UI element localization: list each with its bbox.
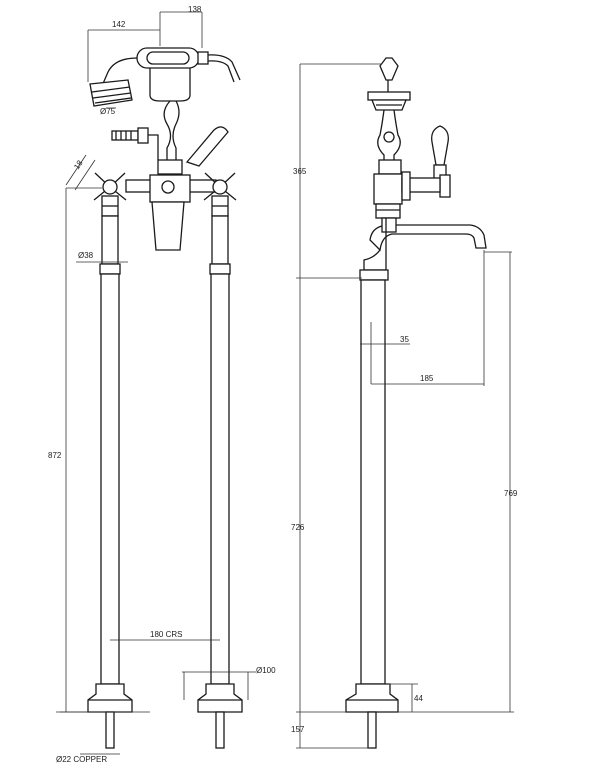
dim-column-diameter: Ø38 (78, 251, 94, 260)
dim-overall-height: 872 (48, 451, 62, 460)
label-pipe: Ø22 COPPER (56, 755, 107, 764)
side-handset (367, 57, 411, 111)
base-diameter-dimension (182, 671, 256, 700)
right-column (209, 215, 231, 685)
body-nut (157, 159, 183, 175)
dim-handset-head: Ø75 (100, 107, 116, 116)
dim-top-height: 365 (293, 167, 307, 176)
dim-handset-length: 142 (112, 20, 126, 29)
hose-connector (111, 127, 159, 160)
spout-offset-dimension (360, 322, 410, 384)
side-base (345, 683, 399, 749)
base-height-dimension (388, 683, 418, 712)
side-view: 365 726 157 35 185 (291, 57, 518, 749)
mixer-indicator (161, 180, 175, 194)
side-cradle (377, 109, 401, 160)
dim-hose-offset: 138 (188, 5, 202, 14)
dim-centres: 180 CRS (150, 630, 182, 639)
left-base (87, 683, 133, 749)
bath-spout (151, 201, 185, 251)
side-neck (363, 218, 387, 271)
overall-height-dimension (60, 187, 102, 713)
pipe-length-dimension (296, 712, 370, 749)
front-view: 142 138 Ø75 (48, 5, 276, 764)
dim-base-diameter: Ø100 (256, 666, 276, 675)
diverter-lever (185, 126, 229, 167)
shower-handset (89, 47, 241, 107)
side-lever (431, 125, 451, 198)
right-base (197, 683, 243, 749)
spindle-dimension (65, 154, 96, 191)
dim-spout-offset: 35 (400, 335, 409, 344)
right-tap-head (203, 172, 237, 217)
top-height-dimension (299, 63, 382, 278)
left-column (99, 215, 121, 685)
side-column (359, 269, 389, 685)
dim-spout-height: 769 (504, 489, 518, 498)
column-height-dimension (296, 277, 362, 713)
dim-column-height: 726 (291, 523, 305, 532)
left-tap-head (93, 172, 127, 217)
dim-spout-reach: 185 (420, 374, 434, 383)
spout-height-dimension (398, 251, 514, 713)
dim-pipe-length: 157 (291, 725, 305, 734)
handset-cradle (149, 68, 191, 160)
dim-spindle: 18 (72, 158, 85, 171)
dim-base-height: 44 (414, 694, 423, 703)
spout-reach-dimension (371, 250, 485, 386)
side-body (373, 159, 441, 219)
side-spout (369, 217, 487, 252)
handset-dimension-lines (87, 11, 203, 82)
